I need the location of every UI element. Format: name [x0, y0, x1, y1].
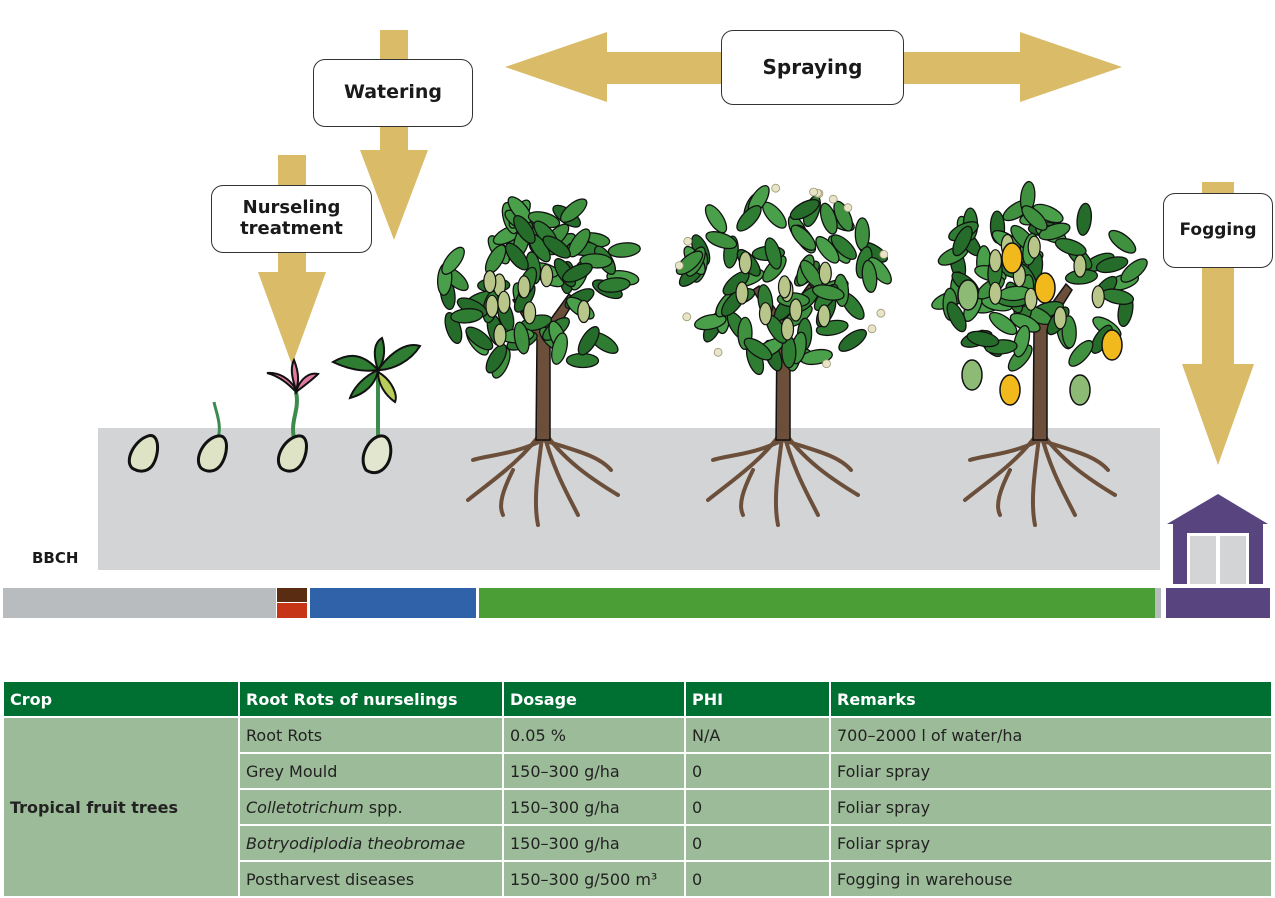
crop-protection-diagram: Watering Spraying Nurseling treatment Fo…	[3, 30, 1273, 618]
dosage-cell: 150–300 g/ha	[504, 754, 684, 788]
seed-icon	[127, 434, 159, 473]
bbch-segment-germination	[3, 588, 276, 618]
nurseling-treatment-label: Nurseling treatment	[211, 185, 372, 253]
disease-cell: Botryodiplodia theobromae	[240, 826, 502, 860]
fogging-label: Fogging	[1163, 193, 1273, 268]
seedling-icon	[330, 336, 422, 475]
fruiting-tree-icon	[931, 180, 1148, 527]
flowering-tree-icon	[674, 183, 892, 527]
disease-cell: Colletotrichum spp.	[240, 790, 502, 824]
header-remarks: Remarks	[831, 682, 1271, 716]
dosage-cell: 150–300 g/ha	[504, 826, 684, 860]
phi-cell: 0	[686, 754, 829, 788]
remarks-cell: Fogging in warehouse	[831, 862, 1271, 896]
remarks-cell: 700–2000 l of water/ha	[831, 718, 1271, 752]
table-header-row: Crop Root Rots of nurselings Dosage PHI …	[4, 682, 1271, 716]
header-phi: PHI	[686, 682, 829, 716]
nurseling-label-line1: Nurseling	[242, 197, 341, 219]
pathogen-name: Botryodiplodia theobromae	[246, 833, 466, 853]
header-disease: Root Rots of nurselings	[240, 682, 502, 716]
sprout-icon	[266, 357, 320, 473]
bbch-timeline-bar	[3, 588, 1161, 618]
diagram-canvas	[3, 30, 1270, 618]
germinating-seed-icon	[196, 401, 228, 473]
disease-cell: Grey Mould	[240, 754, 502, 788]
phi-cell: N/A	[686, 718, 829, 752]
header-crop: Crop	[4, 682, 238, 716]
spraying-label: Spraying	[721, 30, 904, 105]
pathogen-name: Colletotrichum	[246, 797, 364, 817]
nurseling-label-line2: treatment	[240, 218, 343, 239]
bbch-segment-end	[1155, 588, 1161, 618]
bbch-segment-red	[277, 603, 307, 618]
phi-cell: 0	[686, 826, 829, 860]
dosage-cell: 150–300 g/ha	[504, 790, 684, 824]
disease-cell: Root Rots	[240, 718, 502, 752]
dosage-cell: 0.05 %	[504, 718, 684, 752]
crop-cell: Tropical fruit trees	[4, 718, 238, 896]
watering-label: Watering	[313, 59, 473, 127]
young-tree-icon	[436, 196, 641, 527]
product-usage-table: Crop Root Rots of nurselings Dosage PHI …	[2, 680, 1273, 898]
phi-cell: 0	[686, 862, 829, 896]
soil-area	[98, 428, 1160, 570]
disease-cell: Postharvest diseases	[240, 862, 502, 896]
remarks-cell: Foliar spray	[831, 790, 1271, 824]
bbch-label: BBCH	[32, 549, 79, 567]
remarks-cell: Foliar spray	[831, 826, 1271, 860]
bbch-segment-green	[479, 588, 1155, 618]
remarks-cell: Foliar spray	[831, 754, 1271, 788]
header-dosage: Dosage	[504, 682, 684, 716]
warehouse-icon	[1166, 494, 1270, 618]
dosage-cell: 150–300 g/500 m³	[504, 862, 684, 896]
bbch-segment-brown	[277, 588, 307, 602]
bbch-segment-blue	[310, 588, 476, 618]
phi-cell: 0	[686, 790, 829, 824]
